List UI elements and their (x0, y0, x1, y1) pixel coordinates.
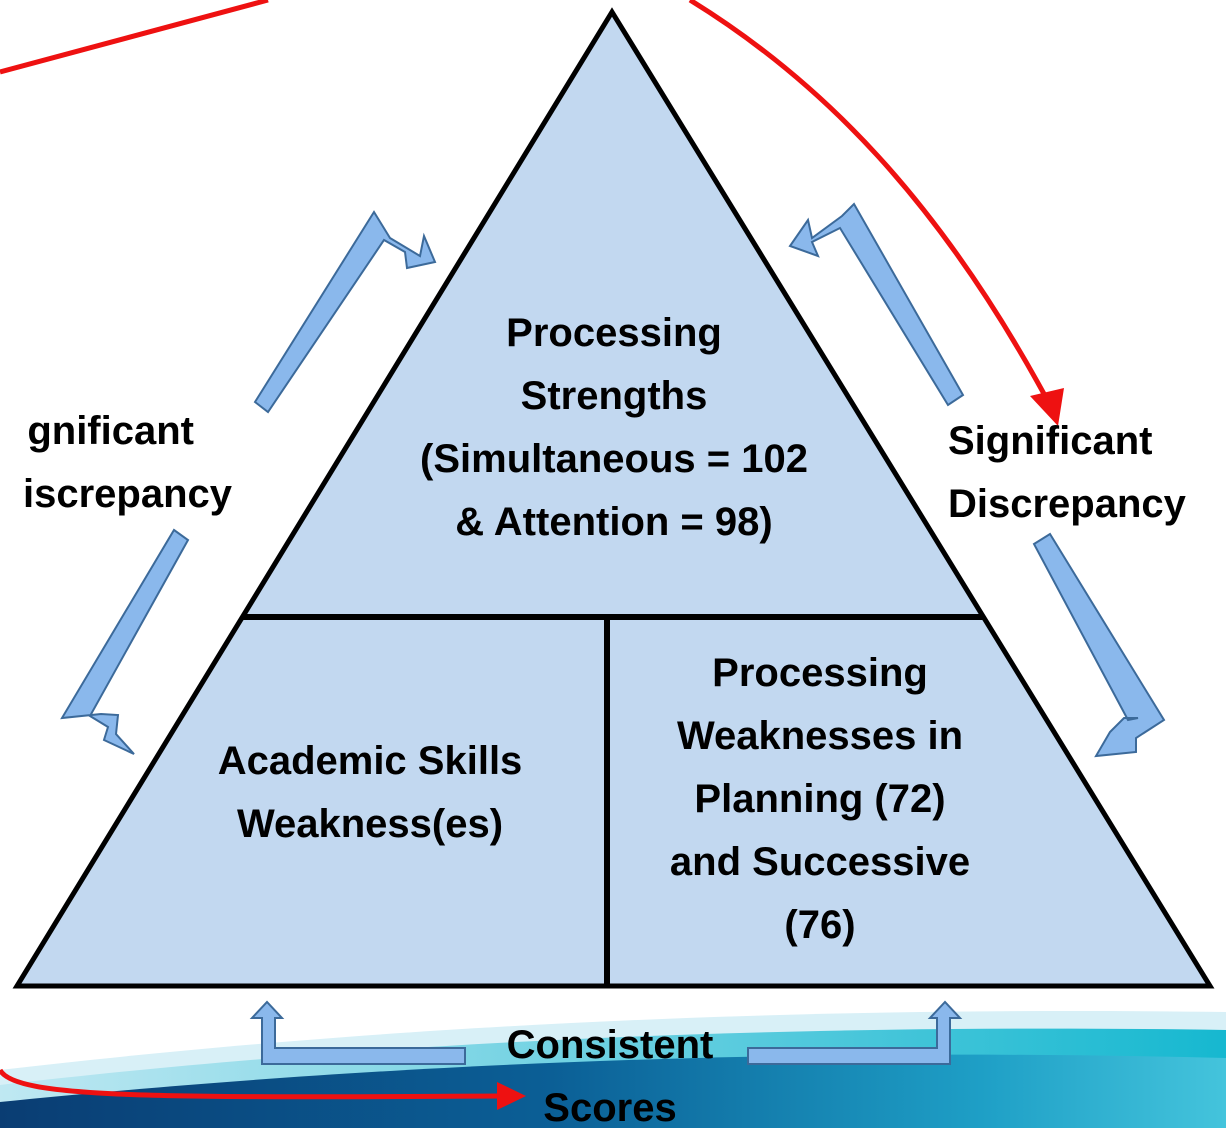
bottom-right-up-arrow (747, 1000, 963, 1065)
top-section-line-1: Processing (506, 311, 722, 355)
left-connector-label: gnificant iscrepancy (0, 400, 232, 526)
left-connector-line-2: iscrepancy (22, 472, 232, 516)
bottom-connector-line-2: Scores (543, 1086, 677, 1130)
pyramid-triangle (12, 7, 1215, 989)
red-arrowhead-right (1030, 388, 1064, 426)
bottom-left-line-1: Academic Skills (217, 739, 523, 783)
red-curve-top-left (0, 0, 269, 75)
pyramid (12, 7, 1215, 989)
right-connector-label: Significant Discrepancy (948, 410, 1224, 536)
red-arrows (0, 0, 1064, 1110)
red-curve-top-right (688, 0, 1053, 407)
bottom-right-section-label: Processing Weaknesses in Planning (72) a… (620, 642, 1020, 957)
wave-dark-band (0, 1054, 1226, 1128)
bottom-right-line-5: (76) (784, 903, 856, 947)
blue-arrows (60, 202, 1166, 1065)
left-up-arrow (253, 210, 437, 414)
bottom-right-line-1: Processing (712, 651, 928, 695)
top-section-line-2: Strengths (520, 374, 708, 418)
bottom-right-line-3: Planning (72) (694, 777, 946, 821)
red-curve-bottom (0, 1068, 501, 1100)
left-down-arrow (60, 528, 190, 755)
bottom-left-line-2: Weakness(es) (236, 802, 504, 846)
left-connector-line-1: gnificant (27, 409, 194, 453)
red-arrowhead-bottom (497, 1082, 526, 1110)
right-up-arrow (788, 202, 965, 407)
top-section-label: Processing Strengths (Simultaneous = 102… (364, 302, 864, 554)
right-connector-line-1: Significant (948, 419, 1153, 463)
top-section-line-4: & Attention = 98) (455, 500, 773, 544)
bottom-connector-line-1: Consistent (506, 1023, 714, 1067)
bottom-left-section-label: Academic Skills Weakness(es) (170, 730, 570, 856)
right-connector-line-2: Discrepancy (948, 482, 1186, 526)
bottom-right-line-4: and Successive (669, 840, 971, 884)
right-down-arrow (1032, 532, 1166, 758)
bottom-right-line-2: Weaknesses in (676, 714, 964, 758)
bottom-connector-label: Consistent Scores (460, 1014, 760, 1140)
top-section-line-3: (Simultaneous = 102 (420, 437, 808, 481)
bottom-left-up-arrow (249, 1000, 466, 1065)
